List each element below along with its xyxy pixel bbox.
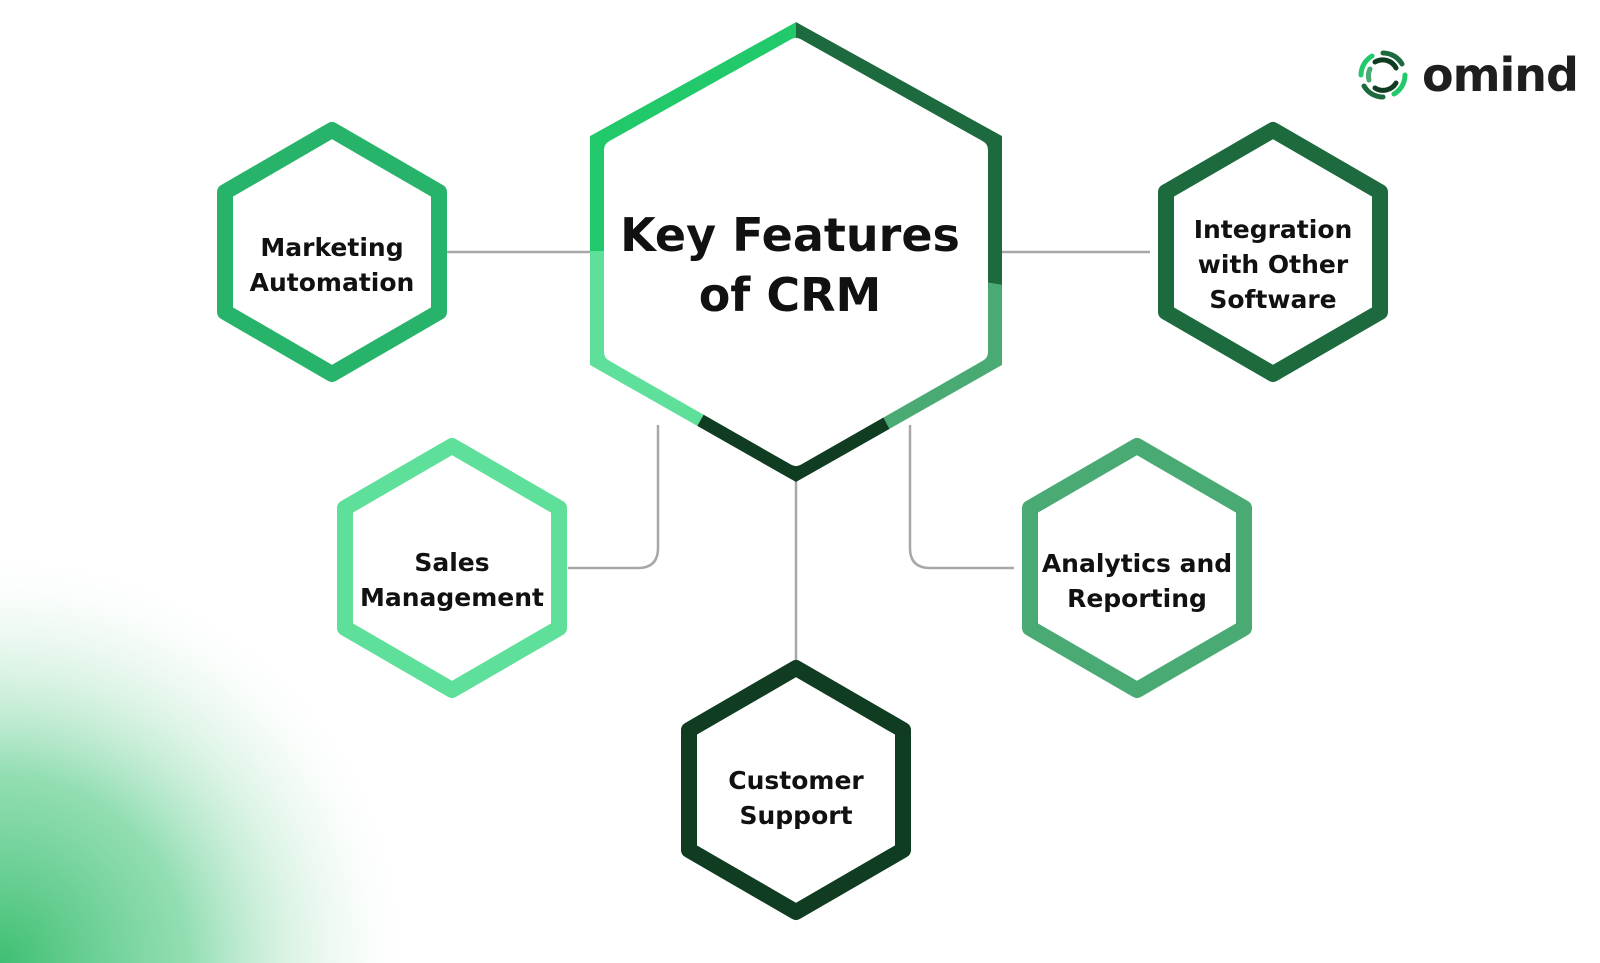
feature-label-support: Customer Support [696, 738, 896, 858]
feature-label-line: Support [739, 801, 853, 830]
hexagon-analytics [1022, 438, 1252, 698]
feature-label-line: Automation [249, 268, 415, 297]
omind-logo: omind [1352, 40, 1579, 110]
feature-label-analytics: Analytics and Reporting [1037, 521, 1237, 641]
center-hexagon [590, 22, 1002, 482]
feature-label-line: Management [359, 583, 545, 612]
feature-label-marketing: Marketing Automation [232, 205, 432, 325]
connectors [444, 250, 1150, 680]
feature-label-line: Analytics and [1041, 549, 1233, 578]
feature-label-line: with Other [1197, 249, 1349, 279]
connector-analytics [908, 425, 1014, 570]
feature-label-line: Sales [414, 548, 490, 577]
hexagon-marketing [217, 122, 447, 382]
center-inner [604, 38, 988, 466]
feature-label-line: Customer [728, 766, 864, 795]
hexagon-sales [337, 438, 567, 698]
feature-label-sales: Sales Management [352, 520, 552, 640]
feature-label-line: Marketing [260, 233, 404, 262]
hexagon-integration [1158, 122, 1388, 382]
connector-sales [568, 425, 660, 570]
feature-label-line: Integration [1193, 214, 1353, 244]
feature-label-line: Reporting [1067, 584, 1207, 613]
omind-swirl-logo-icon [1358, 50, 1408, 100]
logo-text: omind [1422, 48, 1579, 102]
feature-label-integration: Integration with Other Software [1173, 204, 1373, 324]
center-title: Key Features of CRM [610, 200, 970, 330]
center-title-line-2: of CRM [698, 268, 882, 322]
feature-label-line: Software [1209, 284, 1337, 314]
center-title-line-1: Key Features [620, 208, 960, 262]
hexagon-support [681, 660, 911, 920]
